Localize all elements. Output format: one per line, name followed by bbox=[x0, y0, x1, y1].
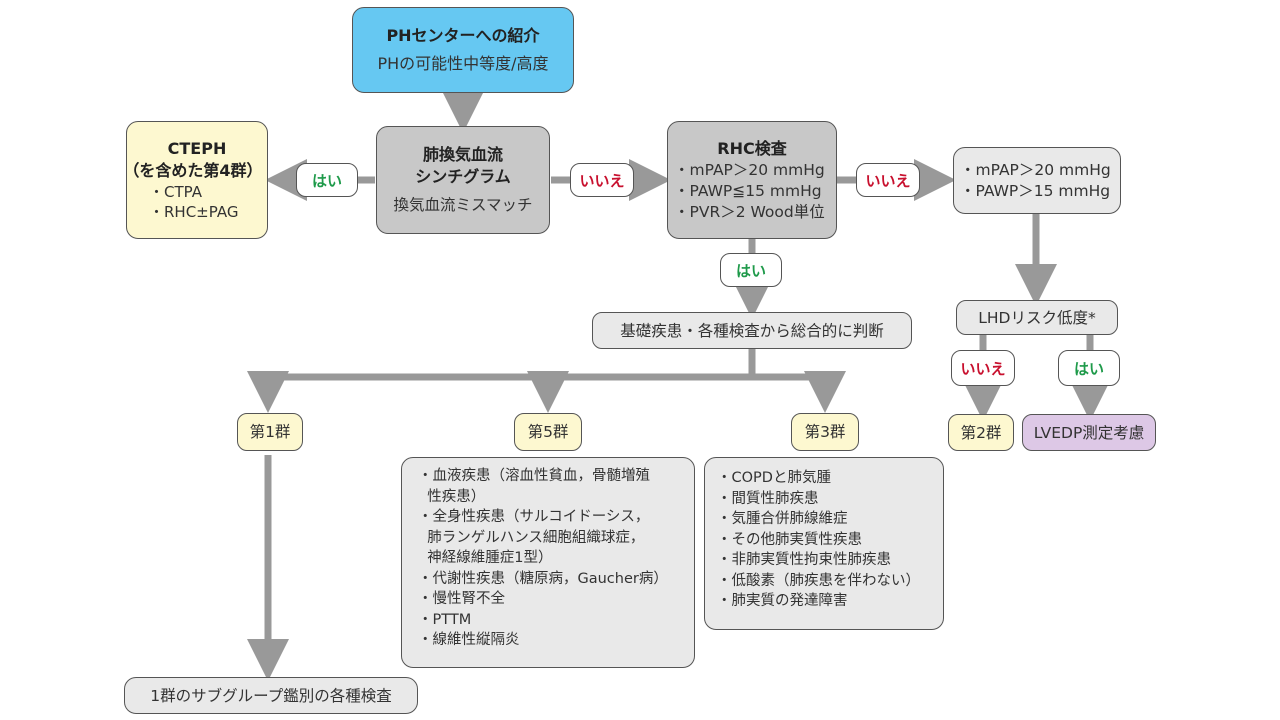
yes-text: はい bbox=[1073, 359, 1104, 378]
group1-box: 第1群 bbox=[237, 413, 303, 451]
vq-scan-box: 肺換気血流 シンチグラム 換気血流ミスマッチ bbox=[376, 126, 550, 234]
list-item: ・気腫合併肺線維症 bbox=[717, 511, 848, 527]
postcap-criterion: ・mPAP＞20 mmHg bbox=[960, 160, 1111, 179]
cteph-item: ・CTPA bbox=[149, 183, 202, 201]
no-text: いいえ bbox=[865, 171, 911, 190]
cteph-title: CTEPH bbox=[167, 139, 227, 158]
group1-subgroup-text: 1群のサブグループ鑑別の各種検査 bbox=[150, 686, 392, 705]
cteph-subtitle: （を含めた第4群） bbox=[123, 161, 263, 180]
referral-box: PHセンターへの紹介 PHの可能性中等度/高度 bbox=[352, 7, 574, 93]
yes-text: はい bbox=[735, 261, 766, 280]
list-item: ・慢性腎不全 bbox=[418, 591, 505, 607]
no-label-rhc: いいえ bbox=[570, 163, 634, 197]
postcap-box: ・mPAP＞20 mmHg ・PAWP＞15 mmHg bbox=[953, 147, 1121, 214]
list-item: ・全身性疾患（サルコイドーシス， bbox=[418, 509, 650, 525]
group3-text: 第3群 bbox=[804, 423, 846, 441]
vq-title-line2: シンチグラム bbox=[415, 167, 511, 186]
list-item: ・COPDと肺気腫 bbox=[717, 470, 831, 486]
group5-box: 第5群 bbox=[514, 413, 582, 451]
list-item: ・非肺実質性拘束性肺疾患 bbox=[717, 552, 891, 568]
no-label-postcap: いいえ bbox=[856, 163, 920, 197]
list-item: 神経線維腫症1型） bbox=[418, 550, 553, 566]
rhc-box: RHC検査 ・mPAP＞20 mmHg ・PAWP≦15 mmHg ・PVR＞2… bbox=[667, 121, 837, 239]
yes-label-lvedp: はい bbox=[1058, 350, 1120, 386]
vq-subtitle: 換気血流ミスマッチ bbox=[393, 196, 533, 214]
group1-subgroup-box: 1群のサブグループ鑑別の各種検査 bbox=[124, 677, 418, 714]
list-item: ・PTTM bbox=[418, 611, 472, 628]
list-item: ・線維性縦隔炎 bbox=[418, 632, 520, 648]
cteph-item: ・RHC±PAG bbox=[149, 203, 239, 221]
referral-subtitle: PHの可能性中等度/高度 bbox=[377, 54, 549, 73]
lvedp-box: LVEDP測定考慮 bbox=[1022, 414, 1156, 451]
lhd-risk-text: LHDリスク低度* bbox=[978, 308, 1096, 327]
list-item: ・代謝性疾患（糖原病，Gaucher病） bbox=[418, 570, 668, 587]
group2-box: 第2群 bbox=[948, 414, 1014, 451]
list-item: ・肺実質の発達障害 bbox=[717, 593, 848, 609]
branch-line-right bbox=[752, 371, 846, 413]
rhc-criterion: ・PAWP≦15 mmHg bbox=[674, 181, 822, 200]
rhc-criterion: ・mPAP＞20 mmHg bbox=[674, 160, 825, 179]
comprehensive-text: 基礎疾患・各種検査から総合的に判断 bbox=[620, 321, 884, 340]
group2-text: 第2群 bbox=[960, 423, 1002, 442]
list-item: ・その他肺実質性疾患 bbox=[717, 531, 862, 548]
yes-label-cteph: はい bbox=[296, 163, 358, 197]
cteph-box: CTEPH （を含めた第4群） ・CTPA ・RHC±PAG bbox=[123, 121, 268, 239]
yes-label-rhc: はい bbox=[720, 253, 782, 287]
lhd-risk-box: LHDリスク低度* bbox=[956, 300, 1118, 335]
lvedp-text: LVEDP測定考慮 bbox=[1033, 423, 1145, 442]
rhc-criterion: ・PVR＞2 Wood単位 bbox=[674, 202, 825, 221]
no-text: いいえ bbox=[960, 359, 1006, 378]
group1-text: 第1群 bbox=[249, 423, 291, 441]
referral-title: PHセンターへの紹介 bbox=[386, 26, 540, 45]
postcap-criterion: ・PAWP＞15 mmHg bbox=[960, 181, 1111, 200]
vq-title-line1: 肺換気血流 bbox=[422, 145, 503, 164]
group3-disease-list: ・COPDと肺気腫 ・間質性肺疾患 ・気腫合併肺線維症 ・その他肺実質性疾患 ・… bbox=[704, 457, 944, 630]
group3-box: 第3群 bbox=[791, 413, 859, 451]
yes-text: はい bbox=[311, 171, 342, 190]
list-item: ・間質性肺疾患 bbox=[717, 490, 819, 507]
list-item: ・低酸素（肺疾患を伴わない） bbox=[717, 572, 920, 589]
list-item: ・血液疾患（溶血性貧血，骨髄増殖 bbox=[418, 468, 650, 484]
list-item: 肺ランゲルハンス細胞組織球症， bbox=[418, 529, 645, 546]
comprehensive-box: 基礎疾患・各種検査から総合的に判断 bbox=[592, 312, 912, 349]
group5-disease-list: ・血液疾患（溶血性貧血，骨髄増殖 性疾患） ・全身性疾患（サルコイドーシス， 肺… bbox=[401, 457, 695, 668]
rhc-title: RHC検査 bbox=[717, 138, 787, 158]
group5-text: 第5群 bbox=[527, 423, 569, 441]
no-text: いいえ bbox=[579, 171, 625, 190]
list-item: 性疾患） bbox=[418, 488, 486, 505]
no-label-group2: いいえ bbox=[951, 350, 1015, 386]
branch-line bbox=[247, 348, 756, 413]
